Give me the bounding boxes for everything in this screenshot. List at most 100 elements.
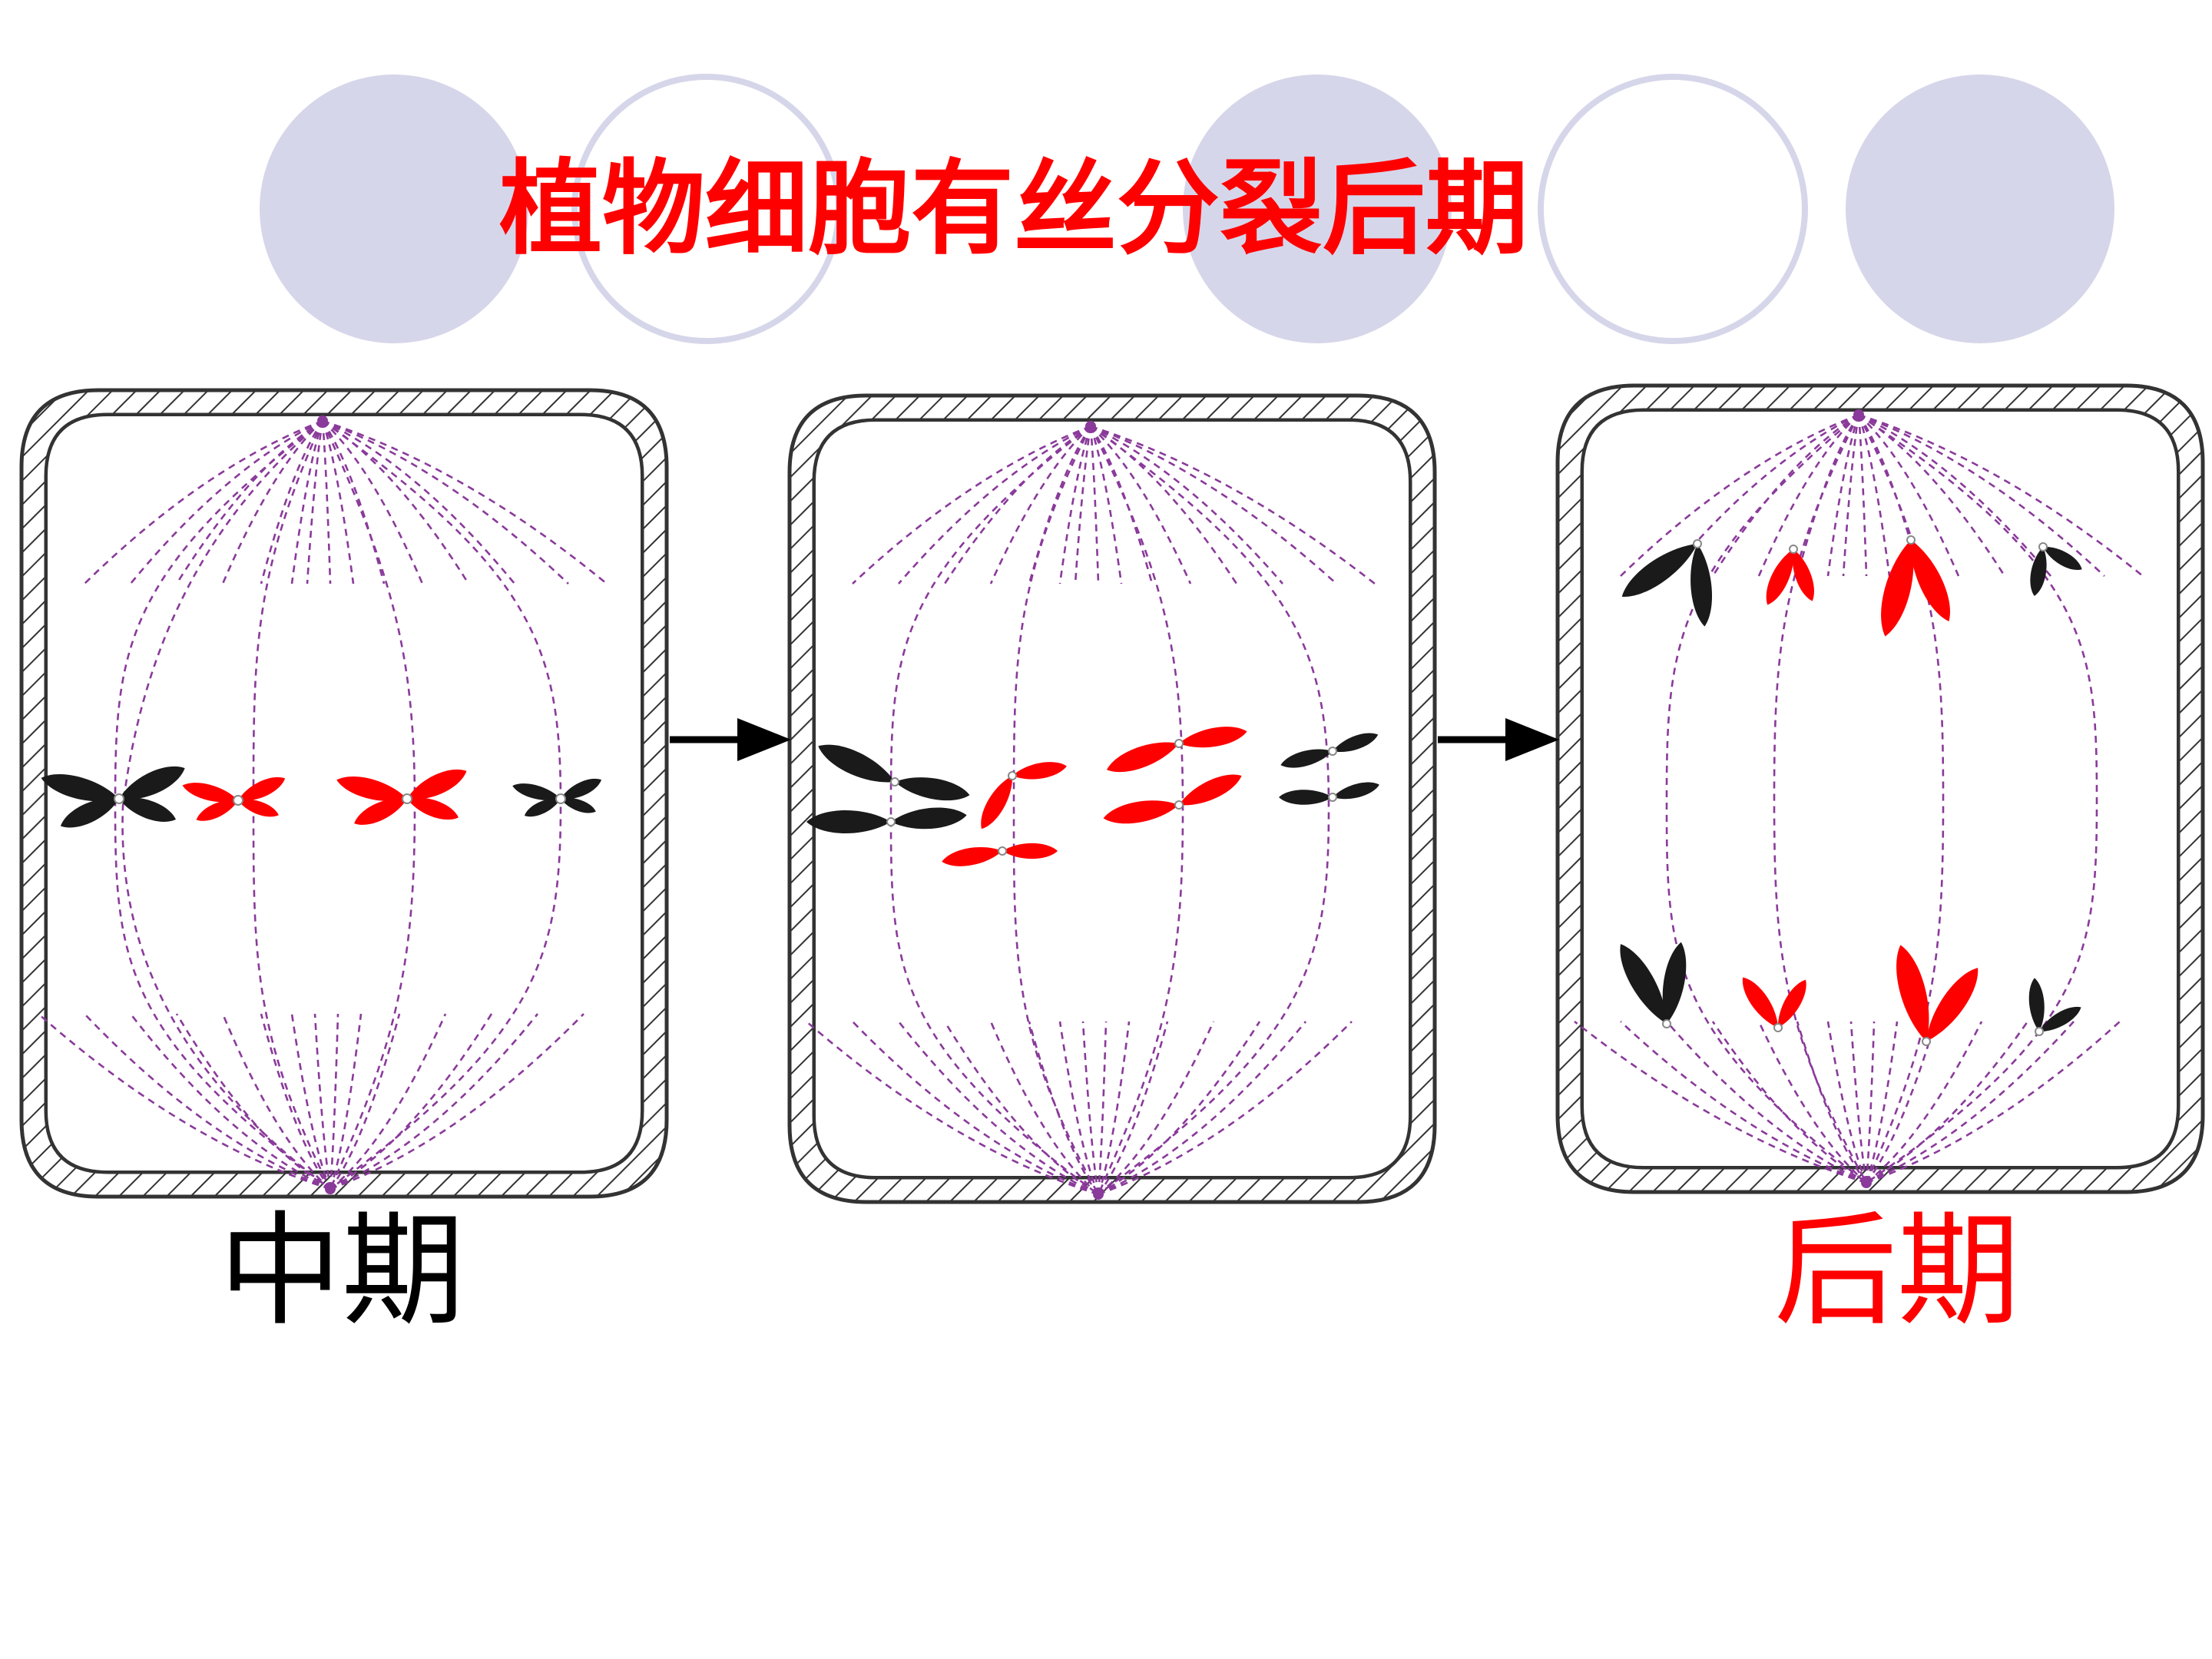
kinetochore-fiber [322, 419, 562, 1190]
aster-fiber [1090, 425, 1376, 585]
chromatid-arm [2030, 547, 2047, 597]
aster-fiber [175, 1013, 331, 1190]
aster-fiber [322, 420, 424, 584]
aster-fiber [1098, 1021, 1353, 1196]
aster-fiber [989, 1021, 1099, 1195]
aster-fiber [329, 1013, 447, 1190]
chromatid-arm [1881, 540, 1914, 637]
chromatid-arm [41, 773, 119, 802]
aster-fiber [84, 1013, 331, 1190]
centromere [1773, 1023, 1783, 1032]
aster-fiber [329, 1013, 493, 1190]
aster-fiber [1857, 414, 1868, 577]
aster-fiber [1081, 1021, 1100, 1195]
aster-fiber [1089, 426, 1123, 584]
aster-fiber [1858, 414, 1960, 577]
aster-fiber [260, 420, 324, 584]
aster-fiber [129, 419, 323, 584]
chromatid-arm [2039, 1006, 2081, 1032]
aster-fiber [989, 426, 1091, 584]
chromatid-arm [119, 766, 185, 800]
chromatid-arm [524, 798, 561, 817]
aster-fiber [1796, 414, 1860, 577]
cell-panel-metaphase [19, 388, 669, 1199]
decor-circle-filled-3 [1846, 75, 2114, 343]
aster-fiber [1574, 1020, 1867, 1184]
centromere [998, 846, 1007, 856]
aster-fiber [1089, 426, 1100, 584]
aster-fiber [1058, 426, 1092, 584]
centromere [1008, 771, 1017, 780]
aster-fiber [1857, 414, 1922, 577]
label-metaphase: 中期 [219, 1199, 465, 1343]
aster-fiber [221, 420, 323, 584]
aster-fiber [1865, 1021, 1937, 1184]
aster-fiber [1711, 413, 1859, 577]
aster-fiber [129, 1013, 331, 1190]
aster-fiber [1826, 414, 1860, 577]
aster-fiber [1866, 1021, 2121, 1184]
chromatid-arm [407, 769, 467, 800]
chromatid-arm [60, 798, 119, 828]
chromatid-arm [1910, 540, 1950, 622]
aster-fiber [84, 419, 323, 584]
decorative-circles [260, 74, 2114, 344]
decor-circle-filled-2 [1183, 75, 1452, 343]
aster-fiber [290, 1013, 332, 1190]
centromere [1789, 545, 1798, 554]
decor-circle-filled-1 [260, 75, 528, 343]
chromatid-arm [238, 777, 286, 801]
chromatid-arm [512, 783, 561, 801]
cell-panel-early-anaphase [787, 393, 1437, 1204]
aster-fiber [1097, 1021, 1169, 1195]
cell-panel-anaphase [1555, 383, 2205, 1194]
centromere [402, 793, 412, 804]
aster-fiber [1826, 1021, 1868, 1184]
kinetochore-fiber [1012, 426, 1100, 1195]
centromere [886, 817, 896, 826]
aster-fiber [1090, 425, 1283, 584]
cell-membrane [813, 419, 1412, 1179]
aster-fiber [1098, 1021, 1215, 1196]
chromatid-arm [1792, 549, 1814, 601]
aster-fiber [1620, 1021, 1867, 1184]
chromatid-arm [182, 783, 238, 803]
aster-fiber [329, 1013, 539, 1190]
centromere [114, 793, 124, 804]
aster-fiber [313, 1013, 332, 1190]
kinetochore-fiber [889, 425, 1099, 1196]
aster-fiber [1666, 1021, 1867, 1184]
chromatid-arm [1179, 774, 1242, 806]
aster-fiber [260, 1013, 332, 1190]
chromatid-arm [1621, 544, 1697, 597]
chromatid-arm [1333, 733, 1379, 752]
aster-fiber [321, 420, 355, 584]
label-anaphase: 后期 [1774, 1199, 2020, 1343]
centromere [2038, 542, 2048, 551]
centromere [1328, 793, 1337, 802]
aster-fiber [1857, 414, 1891, 577]
aster-fiber [1058, 1021, 1100, 1195]
chromatid-arm [1179, 727, 1247, 748]
aster-fiber [1620, 413, 1859, 577]
chromatid-arm [1662, 942, 1687, 1024]
aster-fiber [1089, 426, 1154, 584]
aster-fiber [322, 419, 516, 584]
chromatid-arm [1620, 944, 1667, 1024]
chromatid-arm [1280, 749, 1333, 768]
aster-fiber [1866, 1021, 2029, 1184]
centromere [233, 795, 243, 806]
aster-fiber [1097, 1021, 1131, 1195]
arrow-right-icon [1438, 718, 1559, 761]
aster-fiber [1796, 1021, 1868, 1184]
decor-circle-ring-1 [571, 74, 842, 344]
centromere [1174, 800, 1184, 810]
chromatid-arm [1777, 979, 1806, 1028]
kinetochore-fiber [1090, 425, 1330, 1196]
aster-fiber [322, 419, 608, 585]
aster-fiber [1711, 1021, 1867, 1184]
centromere [890, 777, 899, 786]
aster-fiber [1858, 413, 2105, 577]
aster-fiber [1858, 413, 2006, 577]
